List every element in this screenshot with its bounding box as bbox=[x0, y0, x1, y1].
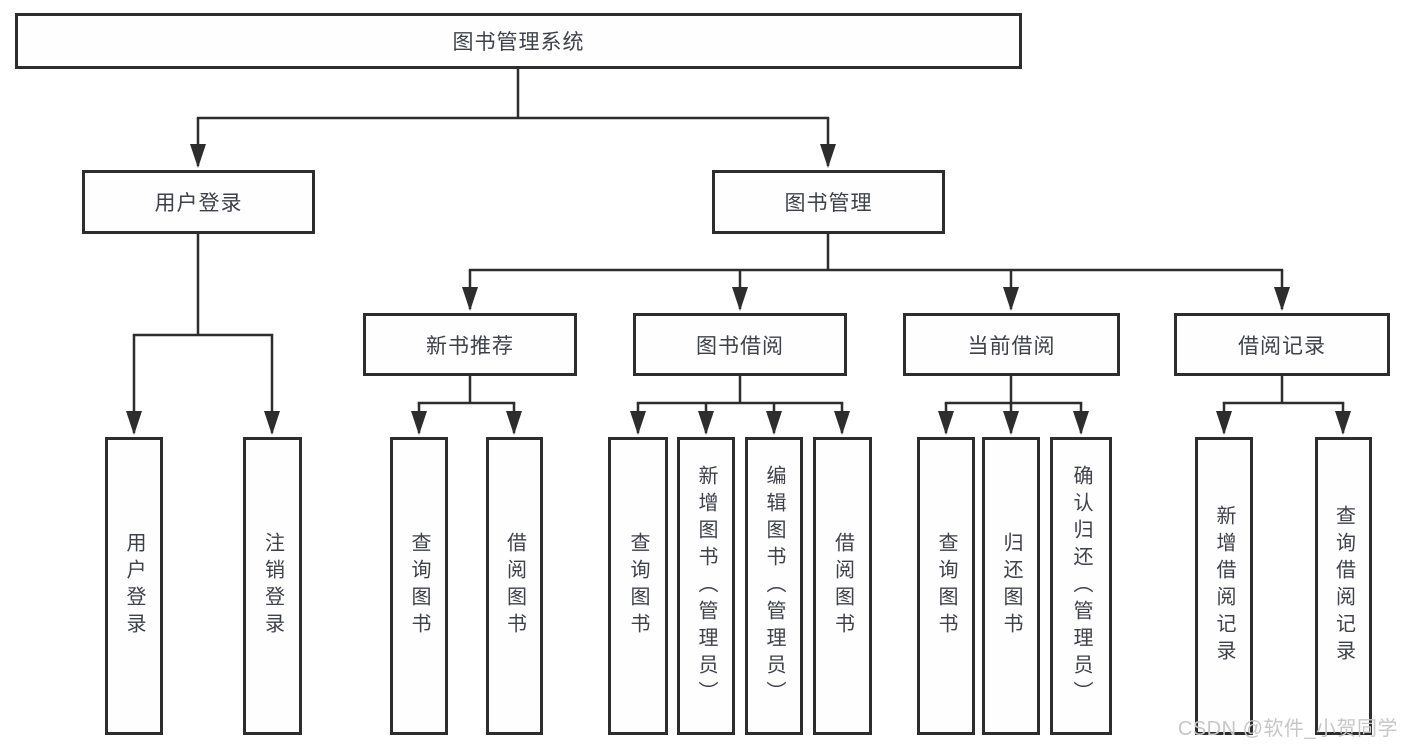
node-user-login: 用户登录 bbox=[82, 170, 315, 234]
node-user-login-label: 用户登录 bbox=[154, 192, 243, 215]
leaf-bb-query-books-label: 查询图书 bbox=[627, 532, 649, 640]
node-library-management-system-label: 图书管理系统 bbox=[452, 31, 585, 54]
leaf-logout-label: 注销登录 bbox=[261, 532, 284, 640]
node-book-management-label: 图书管理 bbox=[784, 192, 873, 215]
leaf-cb-return-books: 归还图书 bbox=[982, 437, 1040, 735]
node-new-book-recommend-label: 新书推荐 bbox=[426, 334, 514, 358]
leaf-user-login: 用户登录 bbox=[105, 437, 163, 735]
leaf-bb-borrow-books-label: 借阅图书 bbox=[831, 532, 854, 640]
leaf-bb-borrow-books: 借阅图书 bbox=[813, 437, 872, 735]
leaf-bb-edit-books-admin-label: 编辑图书（管理员） bbox=[763, 464, 785, 708]
leaf-user-login-label: 用户登录 bbox=[123, 532, 145, 640]
leaf-bb-edit-books-admin: 编辑图书（管理员） bbox=[745, 437, 803, 735]
leaf-br-add-record: 新增借阅记录 bbox=[1195, 437, 1253, 735]
leaf-bb-add-books-admin-label: 新增图书（管理员） bbox=[695, 464, 717, 708]
node-book-borrow-label: 图书借阅 bbox=[696, 334, 784, 358]
node-book-management: 图书管理 bbox=[712, 170, 945, 234]
leaf-nb-borrow-books: 借阅图书 bbox=[486, 437, 543, 735]
leaf-nb-borrow-books-label: 借阅图书 bbox=[503, 532, 526, 640]
leaf-cb-query-books-label: 查询图书 bbox=[935, 532, 957, 640]
node-current-borrow: 当前借阅 bbox=[903, 313, 1120, 376]
watermark: CSDN @软件_小贺同学 bbox=[1177, 718, 1398, 740]
node-library-management-system: 图书管理系统 bbox=[15, 13, 1022, 69]
leaf-logout: 注销登录 bbox=[243, 437, 302, 735]
node-current-borrow-label: 当前借阅 bbox=[967, 334, 1056, 358]
leaf-br-add-record-label: 新增借阅记录 bbox=[1213, 505, 1235, 667]
node-book-borrow: 图书借阅 bbox=[633, 313, 847, 376]
node-borrow-record-label: 借阅记录 bbox=[1238, 334, 1326, 358]
leaf-cb-query-books: 查询图书 bbox=[917, 437, 975, 735]
node-borrow-record: 借阅记录 bbox=[1174, 313, 1390, 376]
leaf-br-query-record-label: 查询借阅记录 bbox=[1332, 505, 1355, 667]
leaf-nb-query-books: 查询图书 bbox=[390, 437, 448, 735]
node-new-book-recommend: 新书推荐 bbox=[363, 313, 577, 376]
leaf-cb-confirm-return-admin: 确认归还（管理员） bbox=[1050, 437, 1112, 735]
leaf-br-query-record: 查询借阅记录 bbox=[1315, 437, 1372, 735]
leaf-bb-add-books-admin: 新增图书（管理员） bbox=[677, 437, 735, 735]
leaf-cb-confirm-return-admin-label: 确认归还（管理员） bbox=[1070, 464, 1092, 708]
leaf-cb-return-books-label: 归还图书 bbox=[1000, 532, 1022, 640]
leaf-bb-query-books: 查询图书 bbox=[608, 437, 668, 735]
leaf-nb-query-books-label: 查询图书 bbox=[408, 532, 430, 640]
